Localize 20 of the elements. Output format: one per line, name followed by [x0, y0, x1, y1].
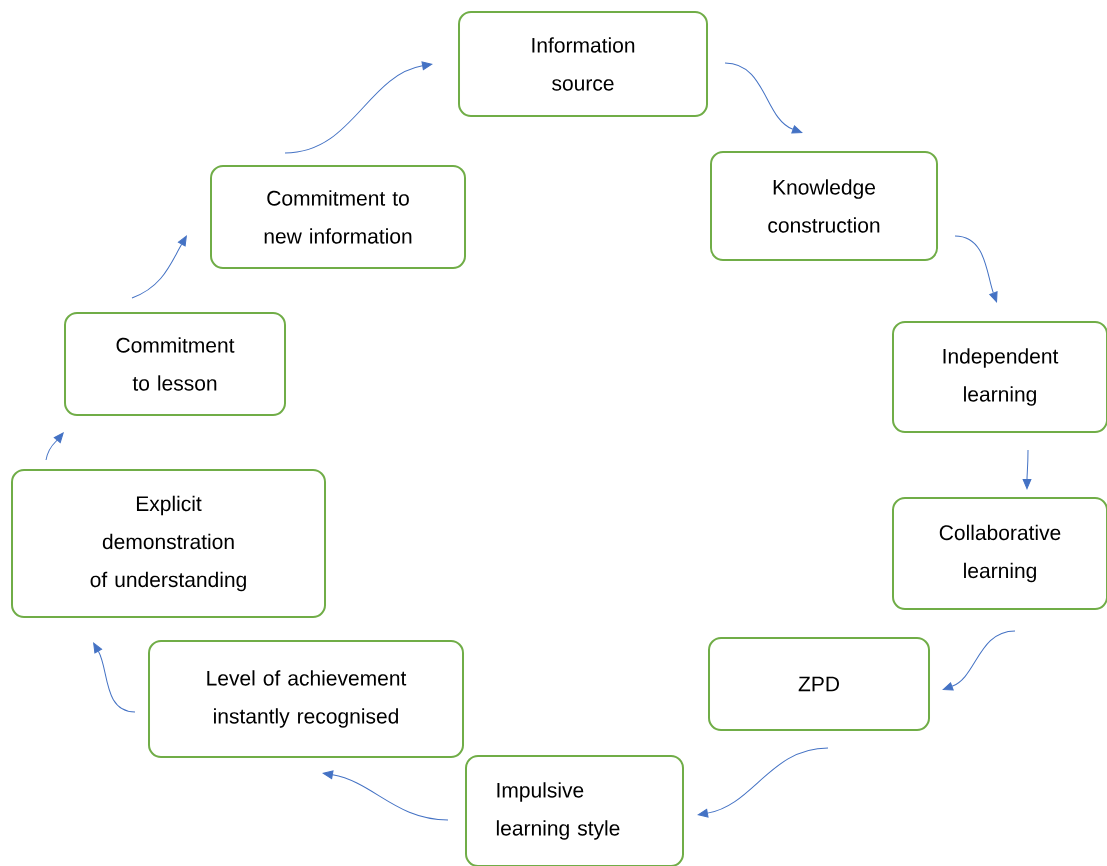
- arrow: [1022, 449, 1032, 490]
- arrow: [93, 642, 136, 713]
- arrow: [942, 630, 1016, 691]
- arrow: [131, 235, 187, 299]
- process-box: Commitment to new information: [210, 165, 466, 269]
- process-box: Information source: [458, 11, 708, 117]
- arrow: [322, 770, 449, 821]
- process-box: Knowledge construction: [710, 151, 938, 261]
- arrow: [954, 235, 998, 303]
- arrow: [45, 432, 64, 461]
- process-box: ZPD: [708, 637, 930, 731]
- process-box: Impulsive learning style: [465, 755, 684, 866]
- process-box: Level of achievement instantly recognised: [148, 640, 464, 758]
- process-box: Independent learning: [892, 321, 1107, 433]
- arrow: [724, 62, 803, 134]
- process-box: Explicit demonstration of understanding: [11, 469, 326, 618]
- process-box: Collaborative learning: [892, 497, 1107, 610]
- process-box: Commitment to lesson: [64, 312, 286, 416]
- arrow: [284, 61, 433, 154]
- arrow: [697, 747, 829, 818]
